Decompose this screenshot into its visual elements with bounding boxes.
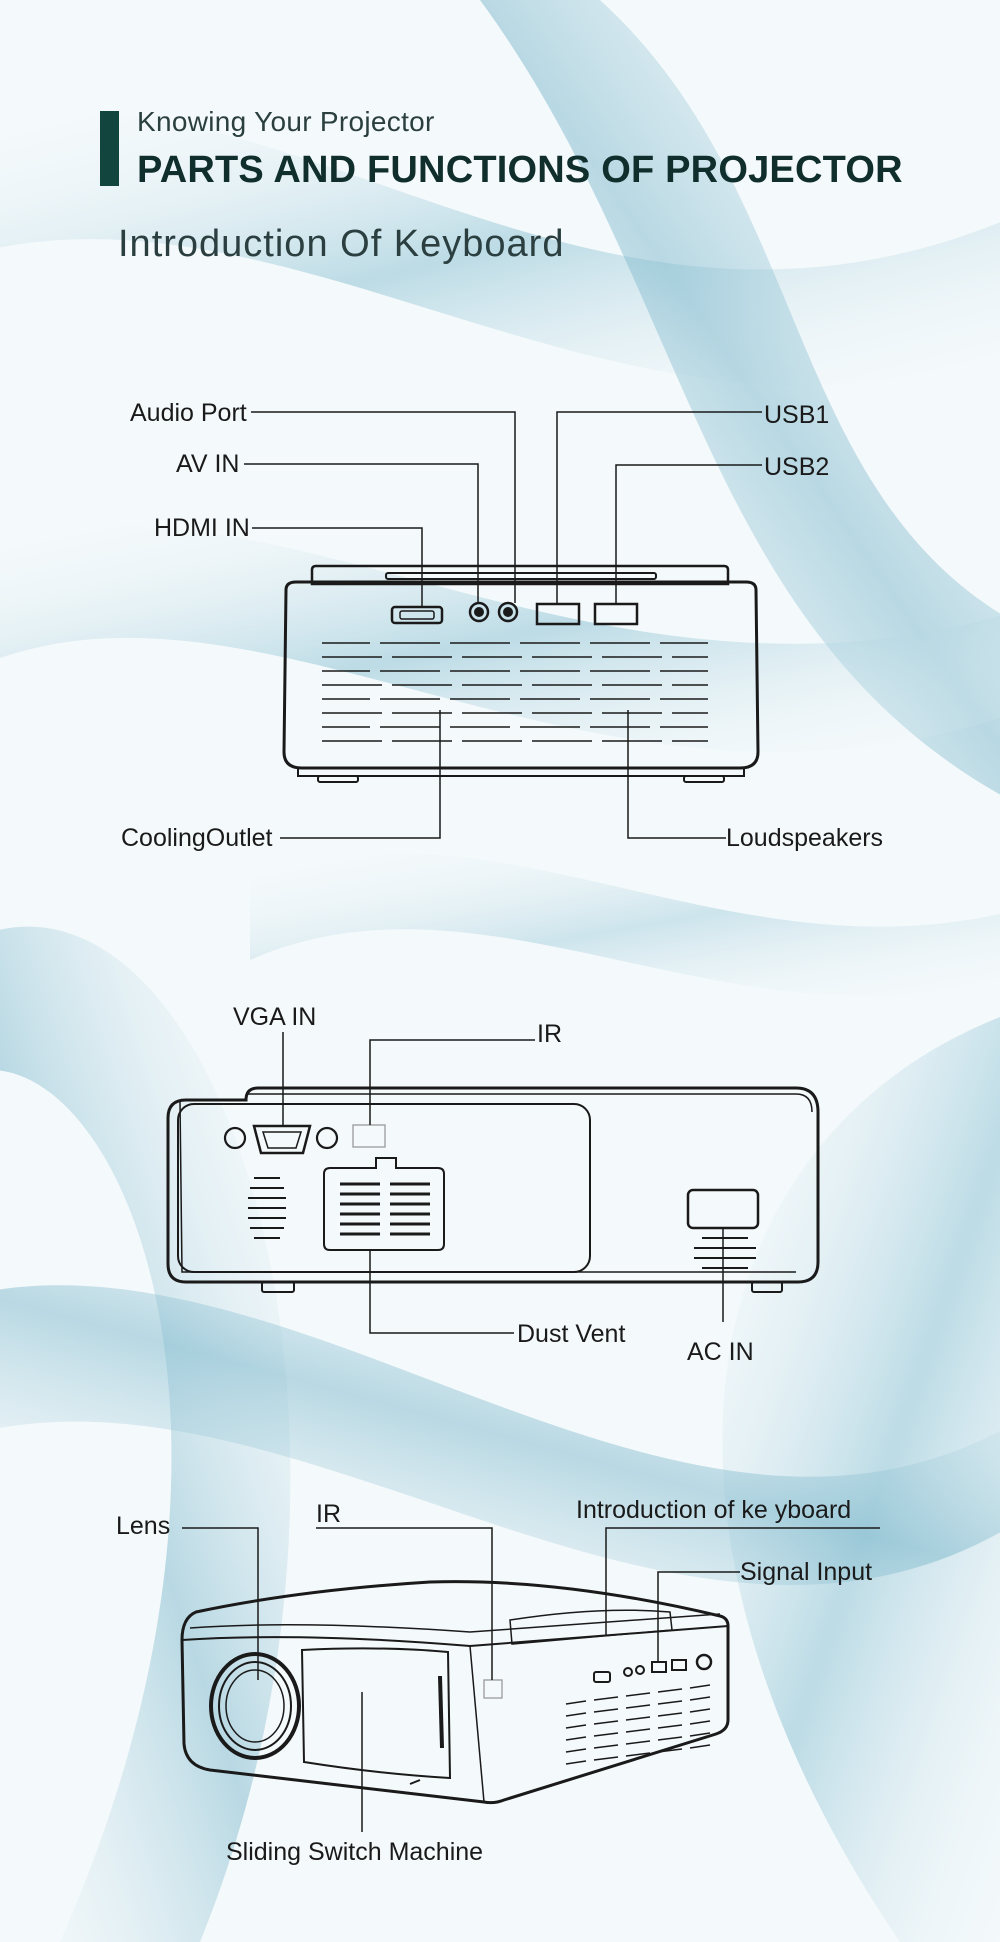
label-hdmi-in: HDMI IN [154,514,250,542]
ac-in-port-icon [686,1188,760,1230]
label-usb2: USB2 [764,453,829,481]
label-usb1: USB1 [764,401,829,429]
accent-bar [100,111,119,186]
label-ac-in: AC IN [687,1338,754,1366]
lens-icon [209,1652,301,1760]
vga-port-icon [252,1124,312,1155]
ir-window-icon [352,1124,386,1148]
audio-port-icon [497,601,519,623]
section-kicker: Knowing Your Projector [137,106,435,137]
label-av-in: AV IN [176,450,239,478]
page-subtitle: Introduction Of Keyboard [118,223,565,265]
label-audio-port: Audio Port [130,399,247,427]
side-view-projector [166,1032,820,1334]
usb2-port-icon [593,602,639,626]
av-port-icon [468,601,490,623]
ir-window-front-icon [483,1679,503,1699]
label-ir-front: IR [316,1500,341,1528]
label-lens: Lens [116,1512,170,1540]
hdmi-port-icon [390,605,444,625]
label-cooling-outlet: CoolingOutlet [121,824,273,852]
page-title: PARTS AND FUNCTIONS OF PROJECTOR [137,149,903,191]
label-keyboard: Introduction of ke yboard [576,1496,851,1524]
label-sliding-switch: Sliding Switch Machine [226,1838,483,1866]
usb1-port-icon [535,602,581,626]
label-dust-vent: Dust Vent [517,1320,625,1348]
rear-view-projector [244,411,762,839]
sliding-cover-icon [300,1647,452,1780]
label-signal-input: Signal Input [740,1558,872,1586]
signal-input-icon [651,1661,667,1673]
label-ir-side: IR [537,1020,562,1048]
cooling-vent-icon [322,642,708,742]
label-loudspeakers: Loudspeakers [726,824,883,852]
front-view-projector [180,1527,880,1832]
dust-vent-icon [323,1157,445,1251]
label-vga-in: VGA IN [233,1003,316,1031]
